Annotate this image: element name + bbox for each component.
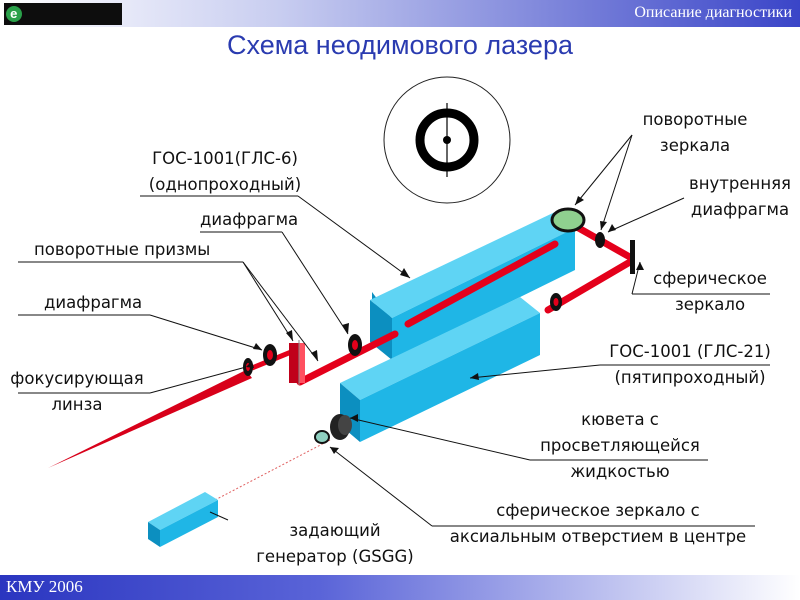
logo: e [4, 3, 122, 25]
beam-profile-inset [383, 76, 511, 204]
turning-prisms [289, 340, 305, 385]
label-spherical-axial: сферическое зеркало с аксиальным отверст… [433, 498, 763, 550]
section-title: Описание диагностики [634, 4, 792, 21]
label-gos-five-line2: (пятипроходный) [614, 368, 766, 387]
label-spherical-mirror-line2: зеркало [674, 295, 746, 314]
label-focusing-lens: фокусирующая линза [2, 366, 152, 418]
label-gos-single: ГОС-1001(ГЛС-6) (однопроходный) [130, 146, 320, 198]
label-inner-diaphragm-line1: внутренняя [689, 174, 791, 193]
label-gos-five-line1: ГОС-1001 (ГЛС-21) [609, 342, 771, 361]
lower-ring [550, 293, 562, 311]
diaphragm-top [348, 334, 362, 356]
label-focusing-lens-line2: линза [51, 395, 103, 414]
label-master-generator-line2: генератор (GSGG) [256, 547, 414, 566]
leader-lines [18, 134, 770, 527]
label-turning-mirrors-line1: поворотные [642, 110, 748, 129]
label-turning-prisms: поворотные призмы [34, 240, 211, 259]
label-gos-five: ГОС-1001 (ГЛС-21) (пятипроходный) [585, 339, 795, 391]
diaphragm-left [263, 344, 277, 366]
label-master-generator: задающий генератор (GSGG) [240, 518, 430, 570]
label-focusing-lens-line1: фокусирующая [10, 369, 144, 388]
label-master-generator-line1: задающий [289, 521, 381, 540]
header-bar: e Описание диагностики [0, 0, 800, 27]
label-cuvette: кювета с просветляющейся жидкостью [525, 407, 715, 485]
label-inner-diaphragm: внутренняя диафрагма [680, 171, 800, 223]
arrowheads [246, 196, 644, 454]
five-pass-amplifier [340, 297, 540, 442]
label-spherical-axial-line1: сферическое зеркало с [496, 501, 700, 520]
label-cuvette-line1: кювета с [581, 410, 659, 429]
label-spherical-axial-line2: аксиальным отверстием в центре [449, 527, 747, 546]
label-cuvette-line3: жидкостью [570, 462, 670, 481]
label-inner-diaphragm-line2: диафрагма [690, 200, 790, 219]
footer-text: КМУ 2006 [6, 577, 83, 596]
label-turning-mirrors-line2: зеркала [659, 136, 731, 155]
page-title: Схема неодимового лазера [227, 30, 573, 60]
label-gos-single-line2: (однопроходный) [148, 175, 302, 194]
footer-bar: КМУ 2006 [0, 575, 800, 600]
label-diaphragm-left: диафрагма [44, 293, 143, 312]
cuvette [314, 414, 352, 444]
spherical-mirror [630, 240, 635, 274]
turning-mirror [550, 207, 586, 233]
seed-beam [214, 439, 331, 501]
label-gos-single-line1: ГОС-1001(ГЛС-6) [152, 149, 298, 168]
label-diaphragm-top: диафрагма [200, 210, 299, 229]
label-turning-mirrors: поворотные зеркала [625, 107, 765, 159]
label-cuvette-line2: просветляющейся [540, 436, 700, 455]
inner-diaphragm [595, 232, 605, 248]
label-spherical-mirror-line1: сферическое [653, 269, 767, 288]
master-generator-block [148, 492, 218, 547]
logo-e-icon: e [6, 6, 22, 22]
label-spherical-mirror: сферическое зеркало [640, 266, 780, 318]
